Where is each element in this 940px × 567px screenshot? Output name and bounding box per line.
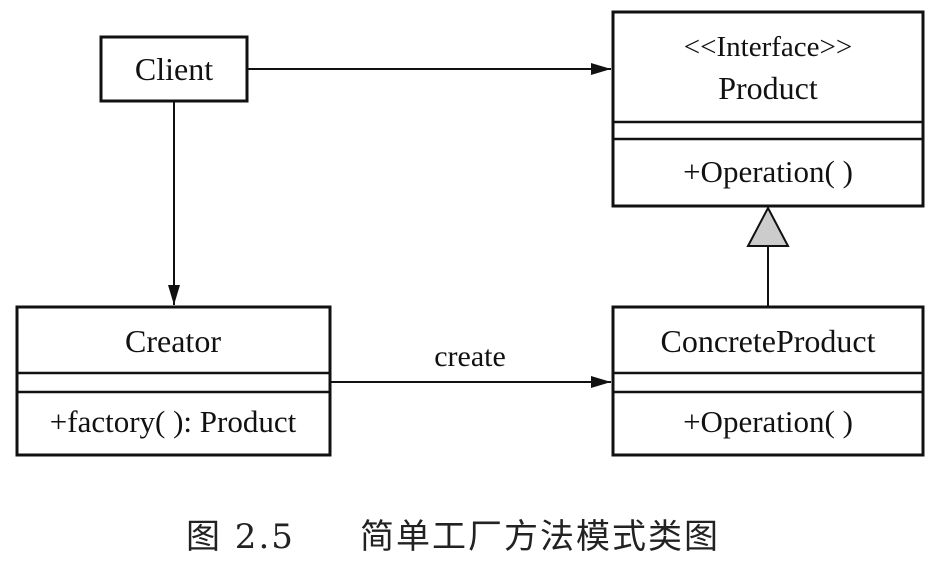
concrete-product-class: ConcreteProduct +Operation( ) <box>611 305 925 457</box>
product-stereotype: <<Interface>> <box>684 31 852 63</box>
product-interface: <<Interface>> Product +Operation( ) <box>611 10 925 208</box>
client-class: Client <box>99 35 249 103</box>
create-edge-label: create <box>434 340 506 373</box>
creator-operation: +factory( ): Product <box>50 404 297 439</box>
inheritance-triangle-icon <box>746 205 790 247</box>
creator-class: Creator +factory( ): Product <box>15 305 332 457</box>
figure-number: 图 2.5 <box>186 517 295 557</box>
client-class-name: Client <box>135 51 213 87</box>
product-class-name: Product <box>718 70 818 106</box>
figure-caption: 图 2.5 简单工厂方法模式类图 <box>186 517 720 557</box>
realization-arrow <box>746 205 790 307</box>
figure-title: 简单工厂方法模式类图 <box>360 517 720 557</box>
product-operation: +Operation( ) <box>683 154 853 189</box>
concrete-product-class-name: ConcreteProduct <box>660 323 875 359</box>
concrete-product-operation: +Operation( ) <box>683 404 853 439</box>
creator-class-name: Creator <box>125 323 221 359</box>
